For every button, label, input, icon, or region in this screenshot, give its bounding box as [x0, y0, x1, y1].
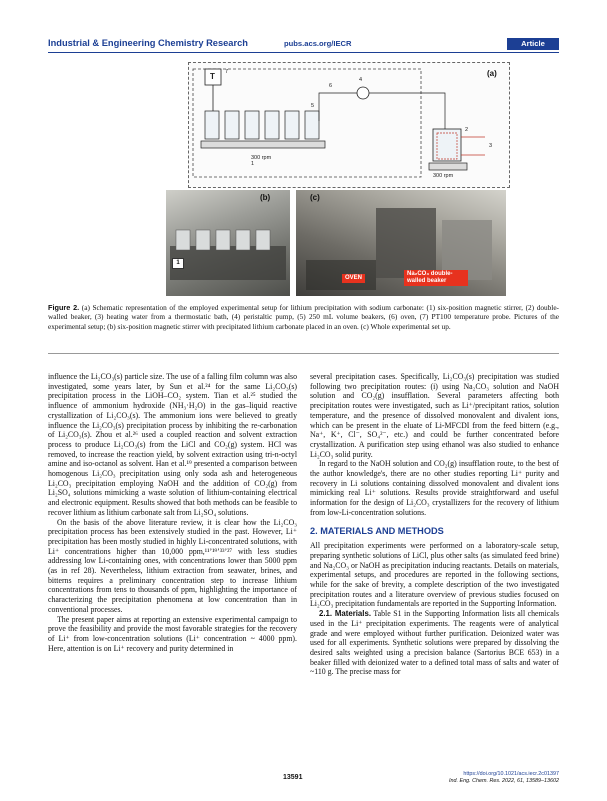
callout-6: 6	[329, 83, 333, 89]
thermometer-label: T	[210, 72, 215, 81]
schematic-panel-a: (a) T 300 rpm 300 rpm 1 2 3 4 5 6 7	[188, 62, 510, 188]
callout-2: 2	[465, 127, 469, 133]
left-paragraph-1: influence the Li₂CO₃(s) particle size. T…	[48, 372, 297, 517]
right-paragraph-1: several precipitation cases. Specificall…	[310, 372, 559, 459]
setup-schematic	[192, 68, 485, 178]
header-rule	[48, 52, 559, 53]
subsection-paragraph: 2.1. Materials. Table S1 in the Supporti…	[310, 609, 559, 677]
callout-5: 5	[311, 103, 315, 109]
photo-panel-b: 1	[166, 190, 290, 296]
figure-caption: Figure 2. (a) Schematic representation o…	[48, 303, 559, 331]
page-number: 13591	[283, 774, 303, 781]
caption-lead: Figure 2.	[48, 303, 80, 312]
right-paragraph-2: In regard to the NaOH solution and CO₂(g…	[310, 459, 559, 517]
callout-4: 4	[359, 77, 363, 83]
rpm-left-label: 300 rpm	[251, 155, 272, 161]
beaker-tag: Na₂CO₃ double-walled beaker	[404, 270, 468, 286]
journal-title[interactable]: Industrial & Engineering Chemistry Resea…	[48, 38, 248, 48]
callout-3: 3	[489, 143, 493, 149]
page-header: Industrial & Engineering Chemistry Resea…	[48, 38, 559, 53]
right-column: several precipitation cases. Specificall…	[310, 372, 559, 677]
panel-a-label: (a)	[487, 69, 497, 78]
article-badge: Article	[507, 38, 559, 50]
journal-url[interactable]: pubs.acs.org/IECR	[284, 39, 352, 48]
oven-tag: OVEN	[342, 274, 366, 283]
callout-7: 7	[225, 69, 229, 75]
doi-link[interactable]: https://doi.org/10.1021/acs.iecr.2c01397	[463, 771, 559, 777]
left-paragraph-2: On the basis of the above literature rev…	[48, 517, 297, 614]
footer-doi-block: https://doi.org/10.1021/acs.iecr.2c01397…	[449, 771, 559, 785]
caption-text: (a) Schematic representation of the empl…	[48, 303, 559, 331]
panel-b-label: (b)	[260, 193, 271, 202]
section-paragraph: All precipitation experiments were perfo…	[310, 541, 559, 609]
lab-photo	[306, 208, 492, 290]
callout-1: 1	[251, 161, 255, 167]
citation-line: Ind. Eng. Chem. Res. 2022, 61, 13589–136…	[449, 778, 559, 784]
subsection-text: Table S1 in the Supporting Information l…	[310, 609, 560, 677]
panel-c-label: (c)	[310, 193, 320, 202]
caption-rule	[48, 353, 559, 354]
subsection-heading: 2.1. Materials.	[319, 609, 372, 619]
figure-2: (a) T 300 rpm 300 rpm 1 2 3 4 5 6 7 1 (b…	[48, 62, 559, 297]
rpm-right-label: 300 rpm	[433, 173, 454, 179]
photo-panel-c: OVEN Na₂CO₃ double-walled beaker	[296, 190, 506, 296]
section-heading: 2. MATERIALS AND METHODS	[310, 525, 444, 536]
left-paragraph-3: The present paper aims at reporting an e…	[48, 614, 297, 653]
left-column: influence the Li₂CO₃(s) particle size. T…	[48, 372, 297, 653]
stirrer-photo	[170, 229, 286, 280]
photo-b-tag: 1	[172, 258, 184, 269]
